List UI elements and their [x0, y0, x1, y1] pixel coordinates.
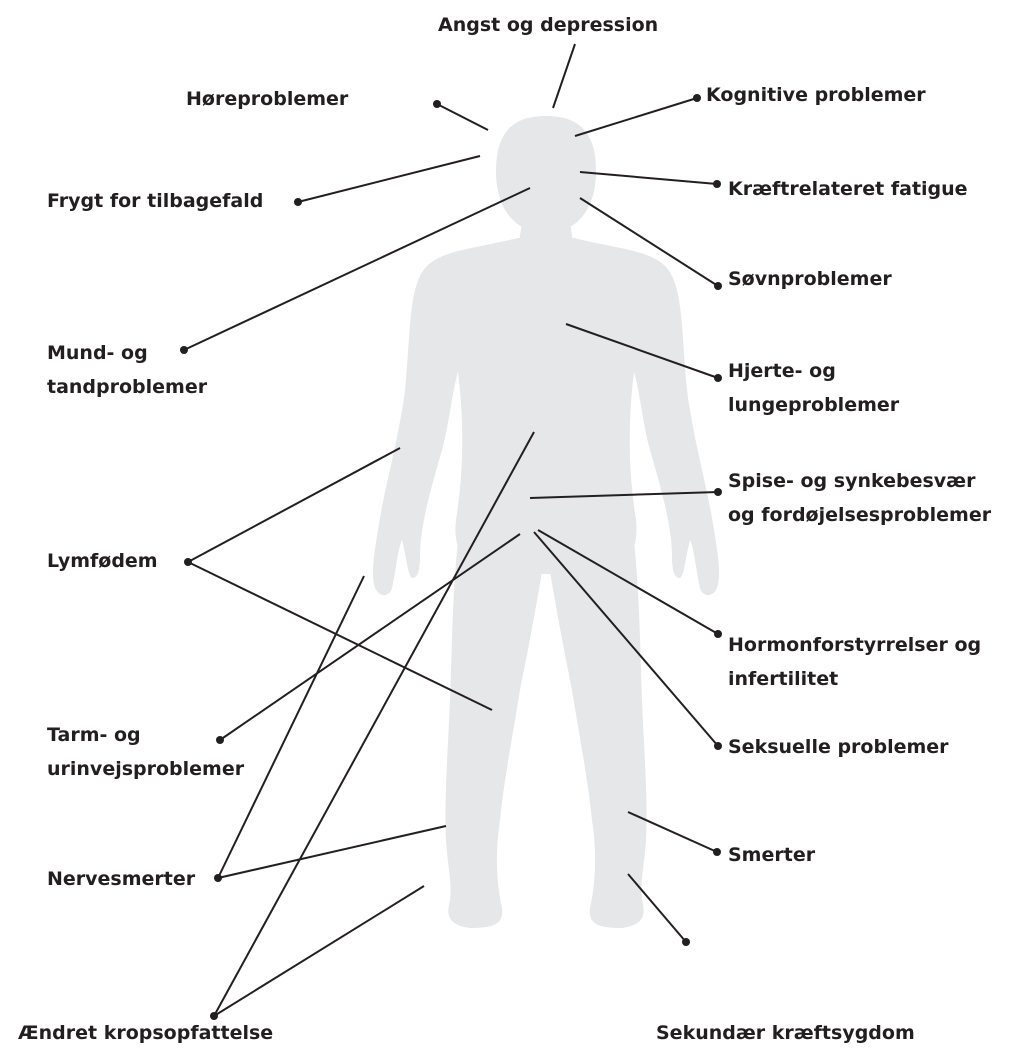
- connector-dot-frygt: [294, 198, 302, 206]
- connector-dot-hore: [433, 100, 441, 108]
- connector-dot-lymf-arm: [184, 558, 192, 566]
- label-fatigue: Kræftrelateret fatigue: [728, 172, 968, 206]
- connector-dot-hormon: [714, 630, 722, 638]
- label-spise-synke: Spise- og synkebesvær og fordøjelsesprob…: [728, 464, 991, 532]
- human-torso-arms: [373, 238, 719, 595]
- label-kognitive: Kognitive problemer: [706, 78, 926, 112]
- connector-line-frygt: [298, 156, 480, 202]
- connector-line-angst: [553, 44, 575, 108]
- connector-dot-kognitive: [693, 94, 701, 102]
- connector-line-krop-leg: [214, 886, 424, 1016]
- connector-dot-smerter: [713, 848, 721, 856]
- label-lymfodem: Lymfødem: [47, 544, 158, 578]
- label-kropsopfattelse: Ændret kropsopfattelse: [18, 1016, 273, 1050]
- connector-dot-sovn: [714, 282, 722, 290]
- label-mund-tand: Mund- og tandproblemer: [47, 336, 207, 404]
- connector-dot-nerve-arm: [214, 874, 222, 882]
- connector-dot-spise: [714, 488, 722, 496]
- connector-dot-sekundaer: [682, 938, 690, 946]
- label-smerter: Smerter: [728, 838, 815, 872]
- label-sovnproblemer: Søvnproblemer: [728, 262, 892, 296]
- label-angst: Angst og depression: [438, 8, 658, 42]
- connector-line-lymf-arm: [188, 448, 400, 562]
- label-hjerte-lunge: Hjerte- og lungeproblemer: [728, 354, 899, 422]
- label-sekundaer: Sekundær kræftsygdom: [656, 1016, 915, 1050]
- connector-dot-fatigue: [713, 180, 721, 188]
- label-horeproblemer: Høreproblemer: [186, 82, 348, 116]
- label-frygt: Frygt for tilbagefald: [47, 184, 263, 218]
- connector-line-kognitive: [575, 98, 697, 136]
- connector-dot-seksuelle: [714, 742, 722, 750]
- connector-line-hore: [437, 104, 488, 130]
- human-right-leg: [548, 540, 647, 928]
- connector-dot-hjerte: [714, 374, 722, 382]
- label-hormon: Hormonforstyrrelser og infertilitet: [728, 628, 981, 696]
- connector-line-fatigue: [580, 172, 717, 184]
- human-left-leg: [445, 540, 544, 928]
- connector-line-nerve-leg: [218, 826, 446, 878]
- label-nervesmerter: Nervesmerter: [47, 862, 195, 896]
- label-seksuelle: Seksuelle problemer: [728, 730, 949, 764]
- label-tarm-urinvej: Tarm- og urinvejsproblemer: [47, 718, 244, 786]
